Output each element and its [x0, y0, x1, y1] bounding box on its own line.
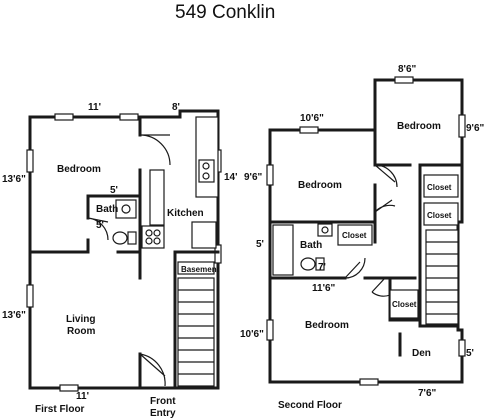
bath-sink-icon: [115, 199, 137, 219]
dim-second-left-bottom: 10'6": [240, 329, 264, 340]
dim-second-top-left: 10'6": [300, 113, 324, 124]
stove-icon: [141, 225, 165, 249]
closet-bath-box: [337, 224, 373, 246]
first-floor-outer-wall: [28, 109, 220, 390]
basement-stairs: [177, 277, 215, 387]
toilet-icon: [112, 231, 128, 245]
dim-first-left-living: 13'6": [2, 310, 26, 321]
basement-label: Basement: [181, 265, 220, 274]
dim-first-left-bedroom: 13'6": [2, 174, 26, 185]
kitchen-island: [149, 169, 165, 226]
dim-second-bottom: 7'6": [418, 388, 437, 399]
living-label-line2: Room: [67, 326, 95, 337]
dim-second-top-right: 8'6": [398, 64, 417, 75]
bath2-sink-icon: [317, 223, 333, 237]
second-floor-caption: Second Floor: [278, 400, 342, 411]
dim-first-top-bedroom: 11': [88, 102, 101, 113]
den-label: Den: [412, 348, 431, 359]
second-floor-interior-walls: [268, 128, 464, 357]
living-label-line1: Living: [66, 314, 95, 325]
refrigerator: [191, 221, 217, 249]
front-entry-label-line2: Entry: [150, 408, 176, 419]
closet-b-box: [423, 202, 459, 226]
kitchen-label: Kitchen: [167, 208, 204, 219]
dim-first-bath-width: 5': [110, 185, 118, 196]
dim-first-top-kitchen: 8': [172, 102, 180, 113]
dim-second-left-bedroom: 9'6": [244, 172, 263, 183]
toilet2-icon: [300, 257, 316, 271]
second-bedroom-b-label: Bedroom: [298, 180, 342, 191]
closet-bath-label: Closet: [342, 231, 367, 240]
first-bath-label: Bath: [96, 204, 118, 215]
dim-second-mid: 11'6": [312, 283, 336, 294]
closet-a-label: Closet: [427, 183, 452, 192]
first-floor-interior-walls: [28, 115, 220, 390]
second-floor-windows: [266, 76, 466, 386]
second-bedroom-c-label: Bedroom: [305, 320, 349, 331]
dim-first-kitchen: 14': [224, 172, 238, 183]
basement-stair-landing: [177, 261, 215, 275]
closet-c-label: Closet: [392, 300, 417, 309]
second-floor-plan: Bedroom Bedroom Bedroom Bath Closet Clos…: [240, 64, 485, 411]
kitchen-counter: [195, 116, 219, 198]
dim-second-bath-7: 7': [318, 262, 326, 273]
front-entry-label-line1: Front: [150, 396, 176, 407]
second-floor-stairs: [425, 229, 459, 325]
plan-title: 549 Conklin: [175, 2, 275, 23]
closet-b-label: Closet: [427, 211, 452, 220]
dim-second-right-bedroom: 9'6": [466, 123, 485, 134]
second-bath-label: Bath: [300, 240, 322, 251]
bathtub-icon: [272, 224, 294, 276]
second-floor-doors: [344, 164, 398, 297]
first-floor-plan: Bedroom Bath Kitchen Basement Living Roo…: [2, 102, 238, 419]
first-floor-doors: [87, 134, 171, 387]
dim-first-bottom: 11': [76, 391, 89, 402]
dim-second-bath: 5': [256, 239, 264, 250]
closet-a-box: [423, 174, 459, 198]
second-bedroom-a-label: Bedroom: [397, 121, 441, 132]
dim-first-bath-depth: 5': [96, 220, 104, 231]
dim-second-right-den: 5': [466, 348, 474, 359]
first-floor-caption: First Floor: [35, 404, 85, 415]
first-bedroom-label: Bedroom: [57, 164, 101, 175]
closet-c-box: [389, 289, 419, 319]
